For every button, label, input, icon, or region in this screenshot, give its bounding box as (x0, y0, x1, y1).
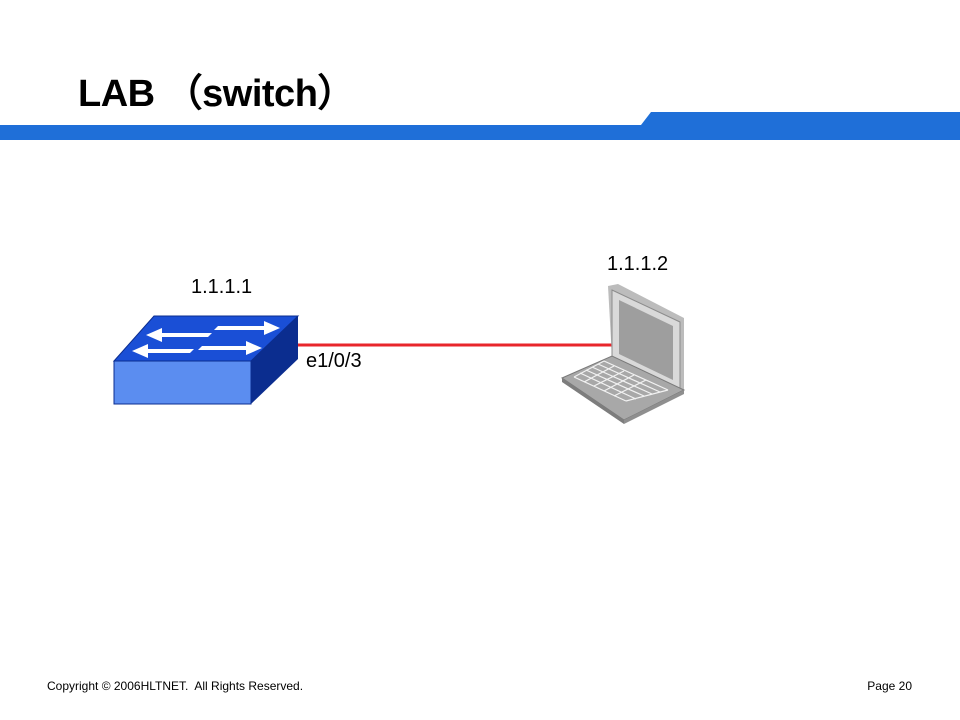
laptop-icon[interactable] (560, 284, 686, 424)
laptop-base-side (624, 390, 684, 424)
network-switch-icon[interactable] (112, 315, 300, 405)
laptop-base-front (562, 378, 624, 424)
header-band-tab (641, 112, 960, 125)
laptop-ip-label: 1.1.1.2 (607, 253, 669, 275)
laptop-keyboard (573, 360, 669, 402)
header-band (0, 112, 960, 140)
copyright-text: Copyright © 2006HLTNET. All Rights Reser… (47, 679, 304, 693)
switch-front-face (113, 360, 252, 405)
header-band-bar (0, 125, 960, 140)
port-label: e1/0/3 (306, 350, 362, 372)
laptop-screen-display (619, 300, 673, 380)
switch-arrows-icon (132, 321, 280, 358)
switch-side-face (251, 316, 298, 404)
switch-ip-label: 1.1.1.1 (191, 276, 253, 298)
page-title: LAB （switch） (78, 73, 355, 115)
page-number: Page 20 (867, 679, 912, 693)
